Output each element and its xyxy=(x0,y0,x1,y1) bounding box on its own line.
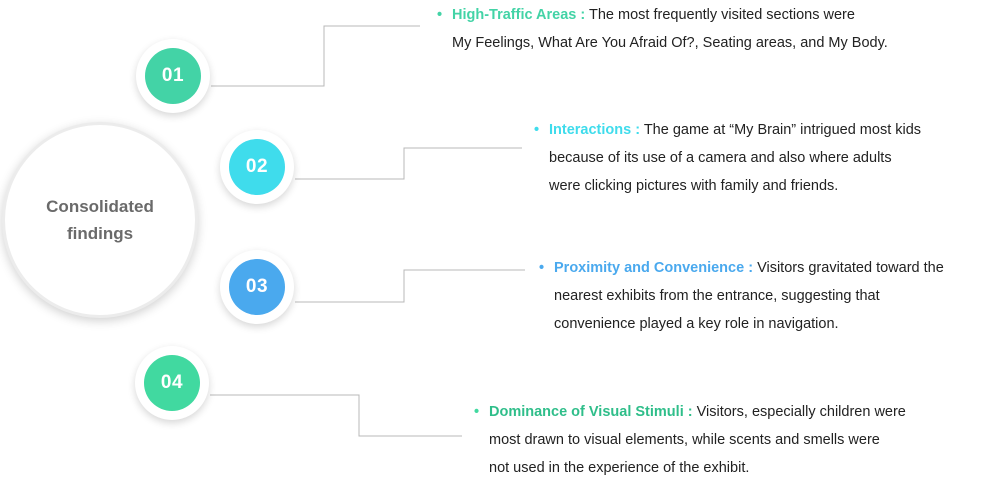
number-disc-03: 03 xyxy=(229,259,285,315)
number-disc-01: 01 xyxy=(145,48,201,104)
connector-line-02 xyxy=(295,147,522,180)
finding-03-text-2: nearest exhibits from the entrance, sugg… xyxy=(554,288,880,304)
finding-01: • High-Traffic Areas : The most frequent… xyxy=(437,1,888,57)
finding-03: • Proximity and Convenience : Visitors g… xyxy=(539,254,944,338)
bullet-01: • xyxy=(437,7,443,23)
finding-02-text-3: were clicking pictures with family and f… xyxy=(549,178,839,194)
finding-02-text-2: because of its use of a camera and also … xyxy=(549,150,892,166)
finding-01-text-1: The most frequently visited sections wer… xyxy=(589,7,855,23)
number-disc-02: 02 xyxy=(229,139,285,195)
center-label-line-1: Consolidated xyxy=(46,197,154,216)
center-circle: Consolidated findings xyxy=(2,122,198,318)
finding-04-text-1: Visitors, especially children were xyxy=(696,404,906,420)
center-label-line-2: findings xyxy=(66,224,134,243)
number-badge-01: 01 xyxy=(136,39,210,113)
number-badge-04: 04 xyxy=(135,346,209,420)
bullet-02: • xyxy=(534,122,540,138)
finding-04-line-1: Dominance of Visual Stimuli : Visitors, … xyxy=(489,398,906,426)
finding-03-text-3: convenience played a key role in navigat… xyxy=(554,316,839,332)
finding-01-line-1: High-Traffic Areas : The most frequently… xyxy=(452,1,888,29)
connector-line-01 xyxy=(211,25,420,87)
bullet-04: • xyxy=(474,404,480,420)
finding-04-text-3: not used in the experience of the exhibi… xyxy=(489,460,750,476)
number-badge-02: 02 xyxy=(220,130,294,204)
finding-02: • Interactions : The game at “My Brain” … xyxy=(534,116,921,200)
finding-03-line-1: Proximity and Convenience : Visitors gra… xyxy=(554,254,944,282)
finding-01-title: High-Traffic Areas : xyxy=(452,7,586,23)
finding-02-text-1: The game at “My Brain” intrigued most ki… xyxy=(643,122,922,138)
connector-line-03 xyxy=(295,269,525,303)
finding-02-line-1: Interactions : The game at “My Brain” in… xyxy=(549,116,921,144)
finding-04-title: Dominance of Visual Stimuli : xyxy=(489,404,693,420)
number-badge-03: 03 xyxy=(220,250,294,324)
finding-01-text-2: My Feelings, What Are You Afraid Of?, Se… xyxy=(452,35,888,51)
number-disc-04: 04 xyxy=(144,355,200,411)
connector-line-04 xyxy=(210,394,462,437)
center-label: Consolidated findings xyxy=(30,193,170,247)
finding-03-text-1: Visitors gravitated toward the xyxy=(757,260,944,276)
bullet-03: • xyxy=(539,260,545,276)
finding-04: • Dominance of Visual Stimuli : Visitors… xyxy=(474,398,906,482)
finding-04-text-2: most drawn to visual elements, while sce… xyxy=(489,432,880,448)
finding-02-title: Interactions : xyxy=(549,122,641,138)
finding-03-title: Proximity and Convenience : xyxy=(554,260,754,276)
